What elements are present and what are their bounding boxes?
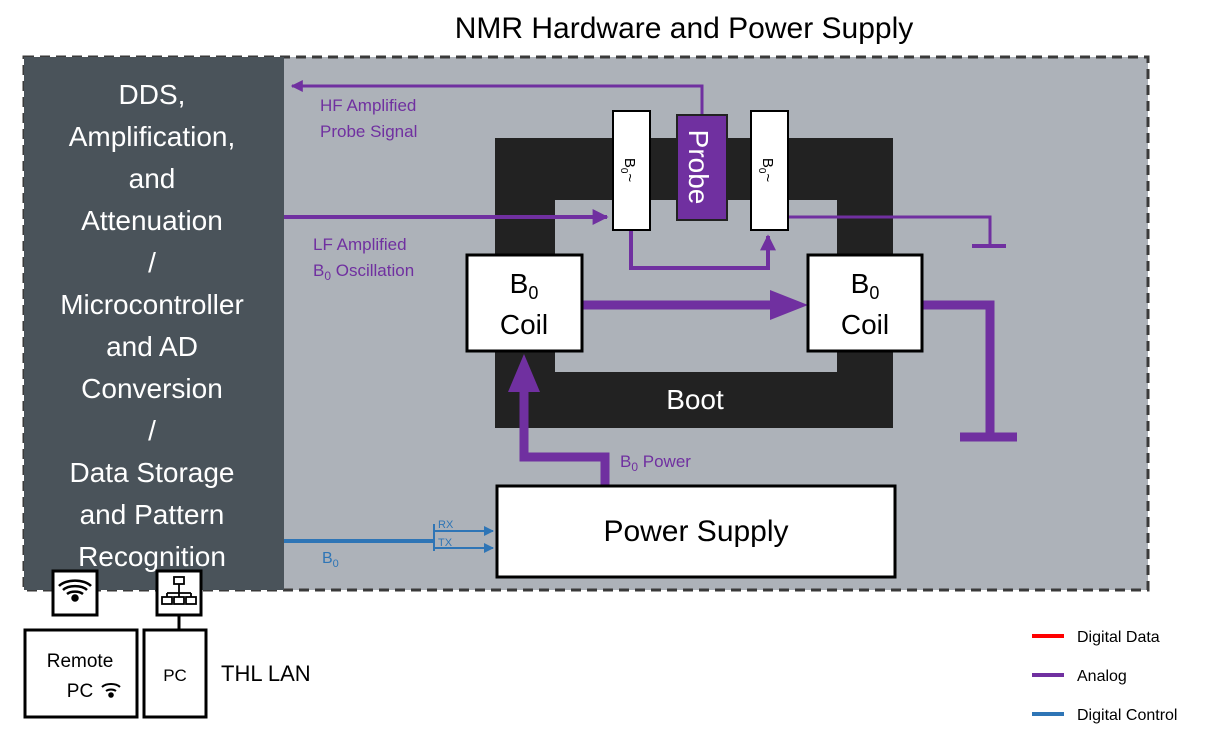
svg-text:Data Storage: Data Storage (70, 457, 235, 488)
sensor-left (612, 110, 651, 231)
sensor-right (750, 110, 789, 231)
b0-power-arrowhead (508, 354, 540, 392)
rx-label: RX (438, 519, 454, 531)
diagram-title: NMR Hardware and Power Supply (455, 12, 914, 45)
remote-wifi-icon (101, 683, 121, 698)
svg-text:Microcontroller: Microcontroller (60, 289, 244, 320)
coil-ground-line (922, 300, 995, 437)
svg-text:DDS,: DDS, (119, 79, 186, 110)
hf-probe-signal-line (290, 80, 704, 114)
legend-digital-control-label: Digital Control (1077, 707, 1177, 724)
svg-text:and AD: and AD (106, 331, 198, 362)
sensor-left-label: B0~ (618, 158, 638, 183)
svg-text:/: / (148, 415, 156, 446)
coil-right-label-word: Coil (841, 309, 889, 340)
svg-text:Amplification,: Amplification, (69, 121, 236, 152)
coil-left-label-b: B0 (510, 268, 539, 303)
svg-text:Recognition: Recognition (78, 541, 226, 572)
coil-link-arrowhead (770, 290, 808, 320)
svg-text:Attenuation: Attenuation (81, 205, 223, 236)
boot-label: Boot (666, 384, 724, 415)
coil-left (465, 253, 584, 353)
pc-box[interactable] (142, 628, 208, 719)
probe-block (676, 114, 728, 221)
sensor-ground-line (788, 215, 992, 246)
coil-right (806, 253, 924, 353)
remote-pc-box[interactable] (23, 628, 139, 719)
sensor-link-line (629, 230, 776, 270)
boot-inner (555, 200, 837, 372)
power-supply-block (495, 484, 897, 579)
hf-signal-label-2: Probe Signal (320, 122, 417, 141)
lf-signal-label-2: B0 Oscillation (313, 261, 414, 283)
pc-label: PC (163, 666, 187, 685)
svg-text:/: / (148, 247, 156, 278)
svg-text:and: and (129, 163, 176, 194)
svg-text:Conversion: Conversion (81, 373, 223, 404)
controller-label: DDS, Amplification, and Attenuation / Mi… (60, 79, 244, 572)
remote-pc-label-1: Remote (47, 651, 114, 672)
lf-signal-label-1: LF Amplified (313, 235, 407, 254)
coil-left-label-word: Coil (500, 309, 548, 340)
tx-label: TX (438, 537, 453, 549)
svg-text:and Pattern: and Pattern (80, 499, 225, 530)
b0-power-label: B0 Power (620, 452, 691, 474)
sensor-right-label: B0~ (756, 158, 776, 183)
hf-signal-label-1: HF Amplified (320, 96, 416, 115)
b0-control-label: B0 (322, 550, 339, 570)
remote-pc-label-2: PC (67, 681, 93, 702)
wireless-module (51, 569, 99, 617)
controller-block (24, 57, 284, 590)
legend-analog-label: Analog (1077, 668, 1127, 685)
lan-label: THL LAN (221, 661, 311, 686)
wifi-icon (58, 579, 92, 602)
power-supply-label: Power Supply (603, 515, 788, 548)
b0-power-line (519, 390, 610, 488)
legend: Digital Data Analog Digital Control (1032, 629, 1177, 724)
probe-label: Probe (683, 130, 714, 205)
coil-right-label-b: B0 (851, 268, 880, 303)
legend-digital-data-label: Digital Data (1077, 629, 1160, 646)
network-icon (161, 576, 197, 605)
